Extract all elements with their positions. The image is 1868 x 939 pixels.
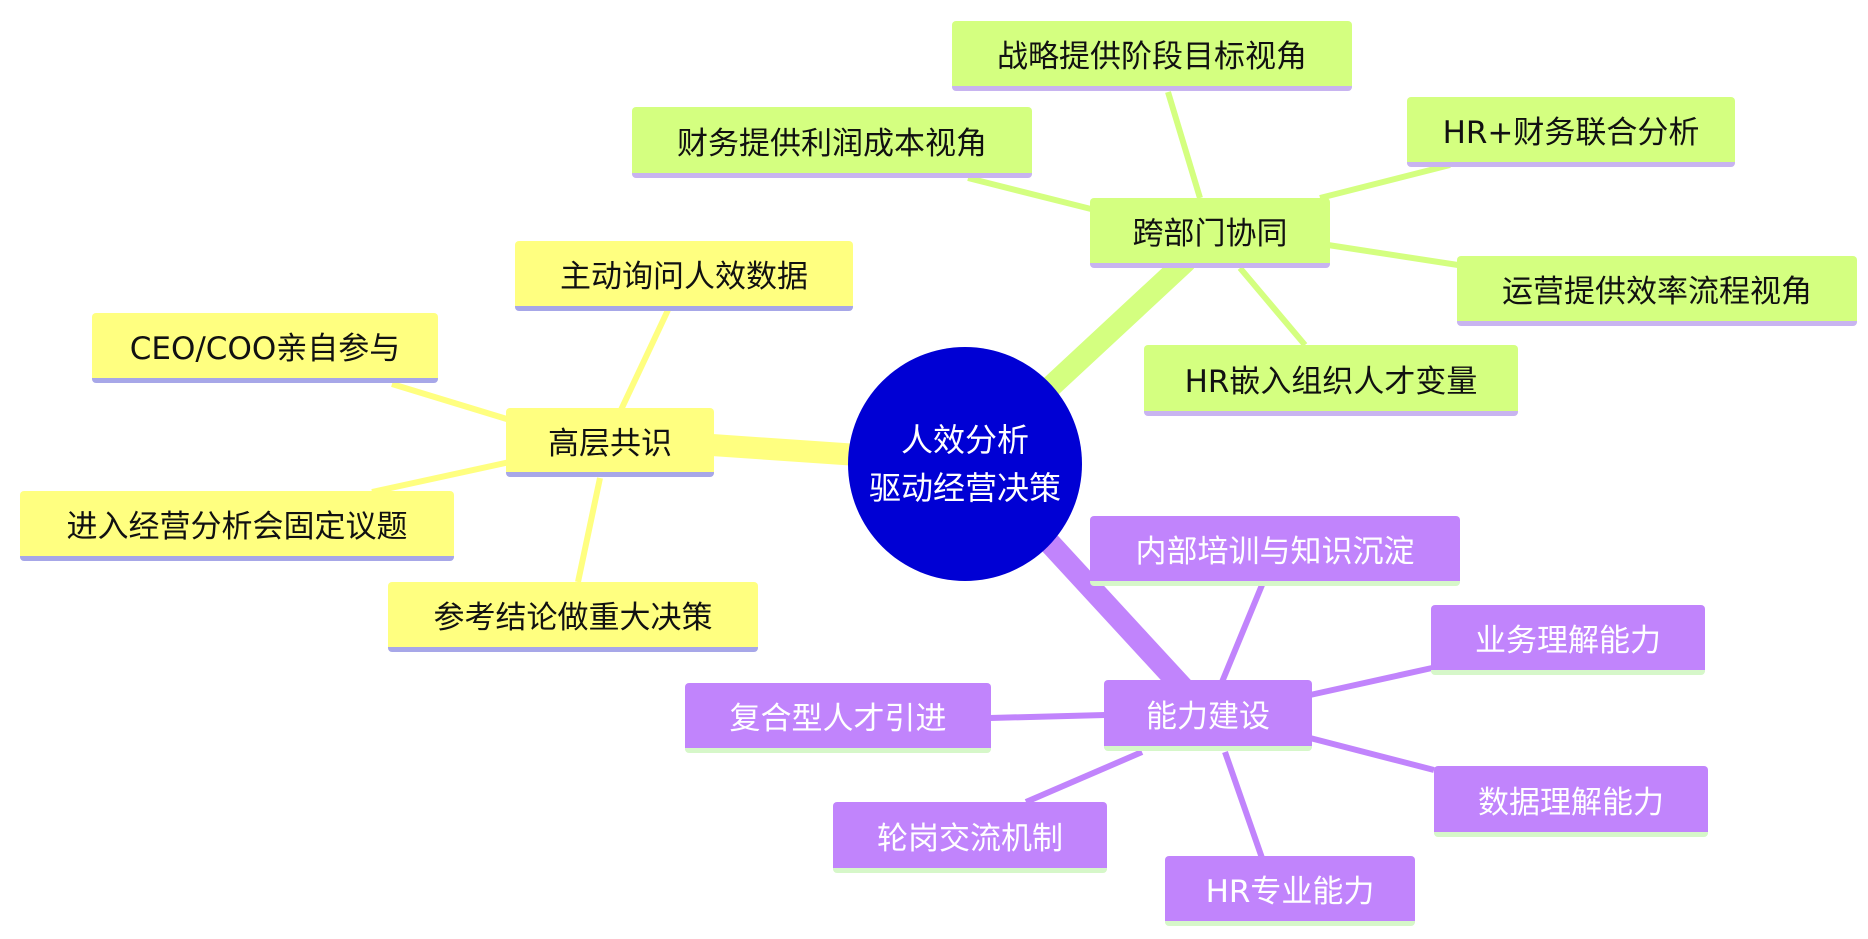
link-capability-child-6 (1222, 751, 1265, 859)
link-capability-child-1 (1219, 583, 1265, 684)
branch-collab[interactable]: 跨部门协同 (1090, 198, 1330, 268)
capability-child-business[interactable]: 业务理解能力 (1431, 605, 1705, 675)
collab-child-finance[interactable]: 财务提供利润成本视角 (632, 107, 1032, 178)
center-topic-line-1: 人效分析 (900, 421, 1029, 459)
capability-child-data[interactable]: 数据理解能力 (1434, 766, 1708, 837)
link-collab-child-1 (1165, 91, 1203, 199)
consensus-child-ceo-coo[interactable]: CEO/COO亲自参与 (92, 313, 438, 383)
capability-child-hr-skill[interactable]: HR专业能力 (1165, 856, 1415, 926)
capability-child-rotation[interactable]: 轮岗交流机制 (833, 802, 1107, 873)
consensus-child-ask-data[interactable]: 主动询问人效数据 (515, 241, 853, 311)
link-capability-child-4 (1309, 735, 1435, 773)
link-consensus-child-3 (371, 459, 511, 495)
collab-child-strategy[interactable]: 战略提供阶段目标视角 (952, 21, 1352, 91)
link-center-capability (1034, 527, 1196, 701)
capability-child-talent[interactable]: 复合型人才引进 (685, 683, 991, 753)
collab-child-hr-embed[interactable]: HR嵌入组织人才变量 (1144, 345, 1518, 416)
link-center-consensus (701, 434, 869, 466)
link-capability-child-2 (1309, 665, 1433, 698)
center-topic[interactable]: 人效分析 驱动经营决策 (848, 347, 1082, 581)
branch-capability[interactable]: 能力建设 (1104, 680, 1312, 751)
consensus-child-major-decisions[interactable]: 参考结论做重大决策 (388, 582, 758, 652)
link-consensus-child-1 (617, 308, 671, 414)
link-collab-child-5 (1237, 266, 1308, 347)
link-consensus-child-2 (391, 381, 511, 423)
collab-child-operations[interactable]: 运营提供效率流程视角 (1457, 256, 1857, 326)
capability-child-training[interactable]: 内部培训与知识沉淀 (1090, 516, 1460, 586)
link-capability-child-5 (1024, 749, 1144, 805)
link-collab-child-2 (967, 175, 1096, 213)
link-center-collab (1034, 251, 1196, 403)
collab-child-hr-finance[interactable]: HR+财务联合分析 (1407, 97, 1735, 167)
link-collab-child-4 (1327, 242, 1459, 268)
branch-consensus[interactable]: 高层共识 (506, 408, 714, 477)
consensus-child-meeting-agenda[interactable]: 进入经营分析会固定议题 (20, 491, 454, 561)
link-consensus-child-4 (575, 477, 603, 583)
link-collab-child-3 (1319, 162, 1451, 201)
link-capability-child-3 (989, 712, 1106, 721)
center-topic-line-2: 驱动经营决策 (868, 469, 1061, 507)
